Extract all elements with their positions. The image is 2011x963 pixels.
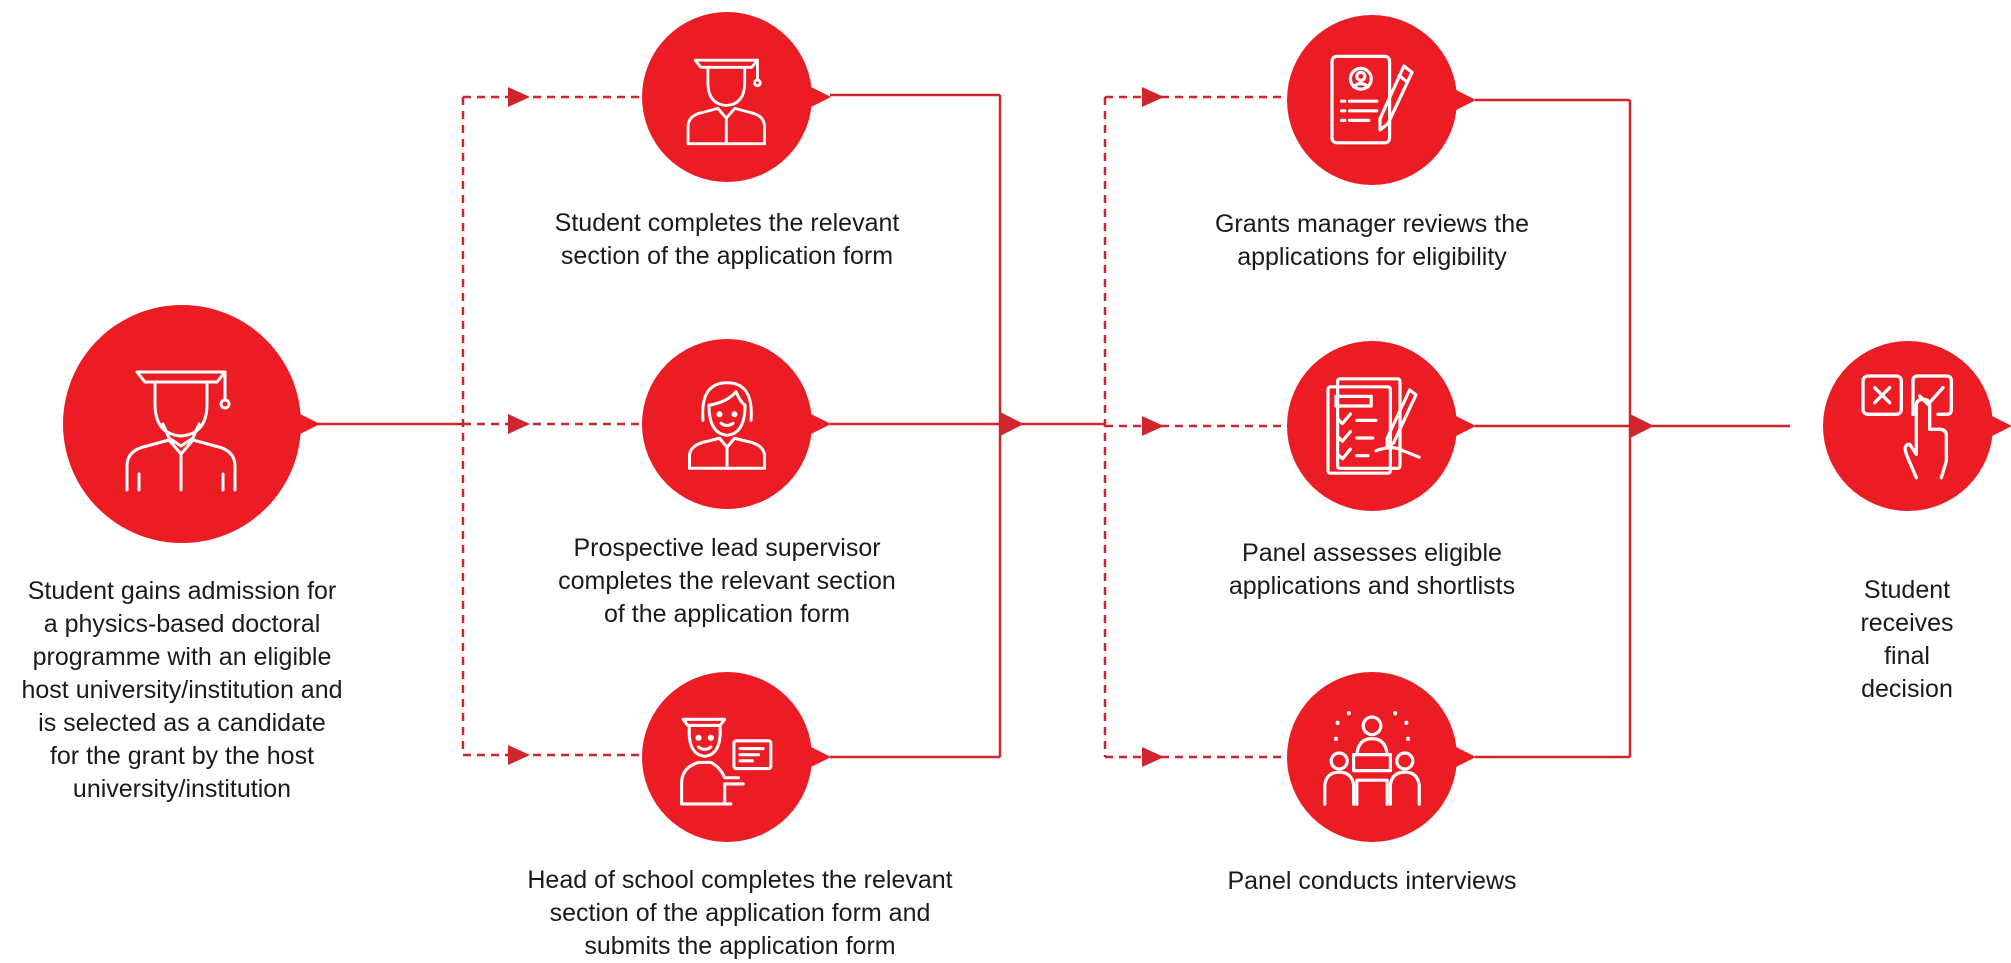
graduate-student-icon (125, 370, 237, 492)
arrowhead (508, 87, 530, 107)
arrowhead (508, 745, 530, 765)
step-start-label: Student gains admission for a physics-ba… (21, 577, 343, 803)
arrowhead (1142, 87, 1164, 107)
merge-lines-1 (830, 93, 1105, 759)
dashed-branch-1 (461, 95, 640, 757)
arrowhead (1630, 414, 1654, 438)
step-decision-node (1823, 341, 2011, 511)
step-student-form-label: Student completes the relevant section o… (554, 209, 900, 270)
step-head-form-node (642, 672, 831, 842)
step-eligibility-label: Grants manager reviews the applications … (1214, 210, 1530, 271)
application-form-review-icon (1330, 54, 1414, 145)
step-eligibility-node (1287, 15, 1476, 185)
checklist-assessment-icon (1326, 377, 1421, 475)
graduate-student-icon (686, 58, 766, 146)
arrowhead (1142, 416, 1164, 436)
step-interviews-node (1287, 672, 1476, 842)
step-start-node (63, 305, 320, 543)
step-shortlist-label: Panel assesses eligible applications and… (1228, 539, 1516, 600)
decision-touch-icon (1861, 374, 1953, 480)
step-student-form-node (642, 12, 831, 182)
supervisor-icon (688, 381, 766, 470)
arrowhead (1000, 412, 1024, 436)
arrowhead (508, 414, 530, 434)
step-supervisor-form-label: Prospective lead supervisor completes th… (558, 534, 896, 628)
step-decision-label: Student receives final decision (1860, 576, 1954, 703)
step-supervisor-form-node (642, 339, 831, 509)
arrowhead (1142, 747, 1164, 767)
step-head-form-label: Head of school completes the relevant se… (527, 866, 953, 960)
teacher-presenting-icon (680, 717, 773, 806)
step-shortlist-node (1287, 341, 1476, 511)
panel-interview-icon (1323, 711, 1421, 806)
dashed-branch-2 (1103, 95, 1285, 759)
step-interviews-label: Panel conducts interviews (1227, 867, 1517, 895)
